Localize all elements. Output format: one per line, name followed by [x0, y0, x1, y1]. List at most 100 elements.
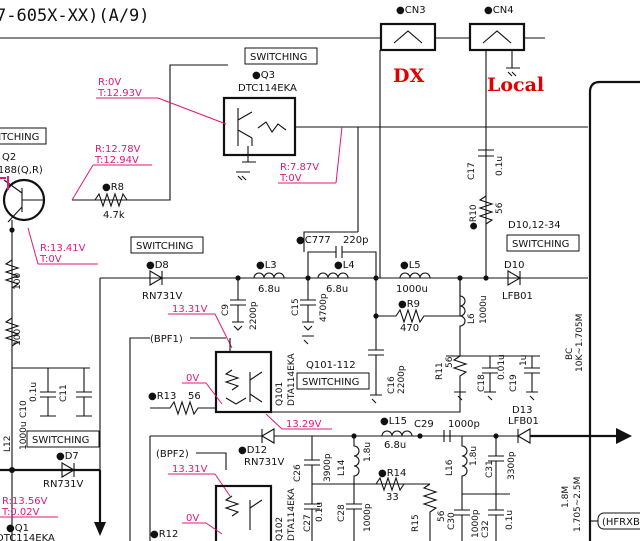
c31-ref: C31: [485, 460, 495, 478]
q3-out-voltage-r: R:7.87V: [280, 162, 319, 173]
switching-label-q3-text: SWITCHING: [250, 52, 307, 63]
l4-value: 6.8u: [326, 284, 348, 295]
switching-label-d8: [130, 236, 204, 254]
c26-ref: C26: [293, 464, 303, 482]
junction-dot: [9, 467, 15, 473]
right-frame: [588, 80, 640, 541]
r9-ref: ●R9: [398, 299, 420, 310]
l12-label: L12: [3, 436, 13, 452]
l4-symbol: [317, 272, 349, 279]
c777-value: 220p: [343, 235, 368, 246]
q102-part: DTA114EKA: [287, 488, 297, 541]
c30-symbol: [454, 494, 470, 541]
q3-internal: [237, 108, 287, 163]
c26-symbol: [304, 436, 320, 484]
bpf2-out-wire: [196, 452, 227, 470]
q2-internal: [3, 179, 44, 223]
switching-label-d10: [506, 234, 580, 252]
q101-part: DTA114EKA: [287, 353, 297, 406]
bpf1-wire: [129, 337, 150, 541]
bpf1-label: (BPF1): [150, 334, 183, 345]
q2-part: 2SB1188(Q,R): [0, 165, 43, 176]
l14-symbol: [353, 436, 360, 484]
q2-out-voltage-pointer: [71, 164, 94, 201]
r10-ref: ●R10: [469, 204, 479, 230]
band-1-8m-range: 1.705~2.5M: [573, 477, 583, 532]
d13-part: LFB01: [508, 416, 539, 427]
left-resistor-top: [4, 259, 20, 289]
r15-ref: R15: [411, 514, 421, 532]
q101-transistor-package: [214, 350, 273, 414]
d7-symbol: [61, 462, 76, 478]
q1-voltage-t: T:0.02V: [1, 507, 40, 518]
d13-ref: D13: [512, 405, 532, 416]
switching-label-d7: [26, 430, 100, 448]
c16-symbol: [368, 316, 384, 395]
left-resistor-top-value: 100: [13, 273, 23, 290]
q101-ref: Q101: [275, 382, 285, 406]
l16-symbol: [461, 436, 468, 494]
q101-base-voltage: 0V: [186, 373, 199, 384]
q2-out-voltage-t: T:12.94V: [94, 155, 139, 166]
d10-part: LFB01: [502, 291, 533, 302]
q3-base-wire: [72, 64, 228, 201]
c28-value: 1000p: [363, 503, 373, 532]
arrow-right-icon: [616, 428, 632, 444]
c19-ref: C19: [509, 374, 519, 392]
d12-ref: ●D12: [238, 445, 267, 456]
d8-symbol: [149, 270, 164, 286]
q3-out-voltage-pointer: [335, 126, 343, 184]
ground-icons: [40, 171, 538, 417]
c9-value: 2200p: [249, 301, 259, 330]
r8-value: 4.7k: [103, 210, 125, 221]
c27-ref: C27: [303, 514, 313, 532]
switching-label-d8-text: SWITCHING: [136, 241, 193, 252]
q102-transistor-package: [214, 484, 273, 541]
r11-value: 56: [445, 356, 455, 368]
r11-ref: R11: [435, 362, 445, 380]
q2-ref: Q2: [2, 152, 16, 163]
l3-value: 6.8u: [258, 284, 280, 295]
q3-part: DTC114EKA: [238, 83, 297, 94]
c30-ref: C30: [447, 512, 457, 530]
band-bc-name: BC: [565, 348, 575, 360]
l4-ref: ●L4: [334, 260, 355, 271]
cn3-symbol: [393, 30, 423, 44]
cn4-body: [468, 22, 526, 52]
c27-symbol: [304, 484, 320, 541]
l16-ref: L16: [445, 459, 455, 476]
cn3-ref: ●CN3: [396, 5, 426, 16]
d7-part: RN731V: [43, 479, 84, 490]
r13-symbol: [150, 400, 216, 416]
q101-out-wire: [271, 392, 461, 413]
d13-symbol: [496, 428, 531, 444]
bpf1-voltage: 13.31V: [172, 304, 208, 315]
l3-symbol: [253, 272, 285, 279]
c29-ref: C29: [414, 419, 434, 430]
c28-symbol: [346, 484, 362, 541]
part-code-header: 7-605X-XX)(A/9): [0, 6, 150, 26]
r12-ref: ●R12: [150, 529, 178, 540]
q102-ref: Q102: [275, 517, 285, 541]
c32-value: 0.1u: [505, 510, 515, 530]
c777-ref: ●C777: [296, 235, 331, 246]
cn3-body: [379, 22, 437, 52]
r13-value: 56: [188, 391, 201, 402]
c17-ref: C17: [467, 162, 477, 180]
r11-c18-c19-symbols: [446, 355, 540, 392]
cn4-ground-icon: [506, 50, 520, 77]
band-bc-range: 10K~1.705M: [575, 314, 585, 372]
c15-value: 4700p: [319, 293, 329, 322]
cn4-label: Local: [487, 74, 544, 96]
c777-symbol: [307, 246, 377, 278]
q1-part: DTC114EKA: [0, 533, 55, 541]
d8-part: RN731V: [142, 291, 183, 302]
c17-symbol: [478, 149, 494, 157]
l5-symbol: [399, 272, 431, 279]
q3-drop-wire-2: [303, 231, 358, 252]
switching-label-d7-text: SWITCHING: [32, 435, 89, 446]
q2-base-voltage-r: R:13.41V: [40, 243, 86, 254]
cn4-symbol: [482, 30, 512, 44]
c32-symbol: [488, 494, 504, 541]
